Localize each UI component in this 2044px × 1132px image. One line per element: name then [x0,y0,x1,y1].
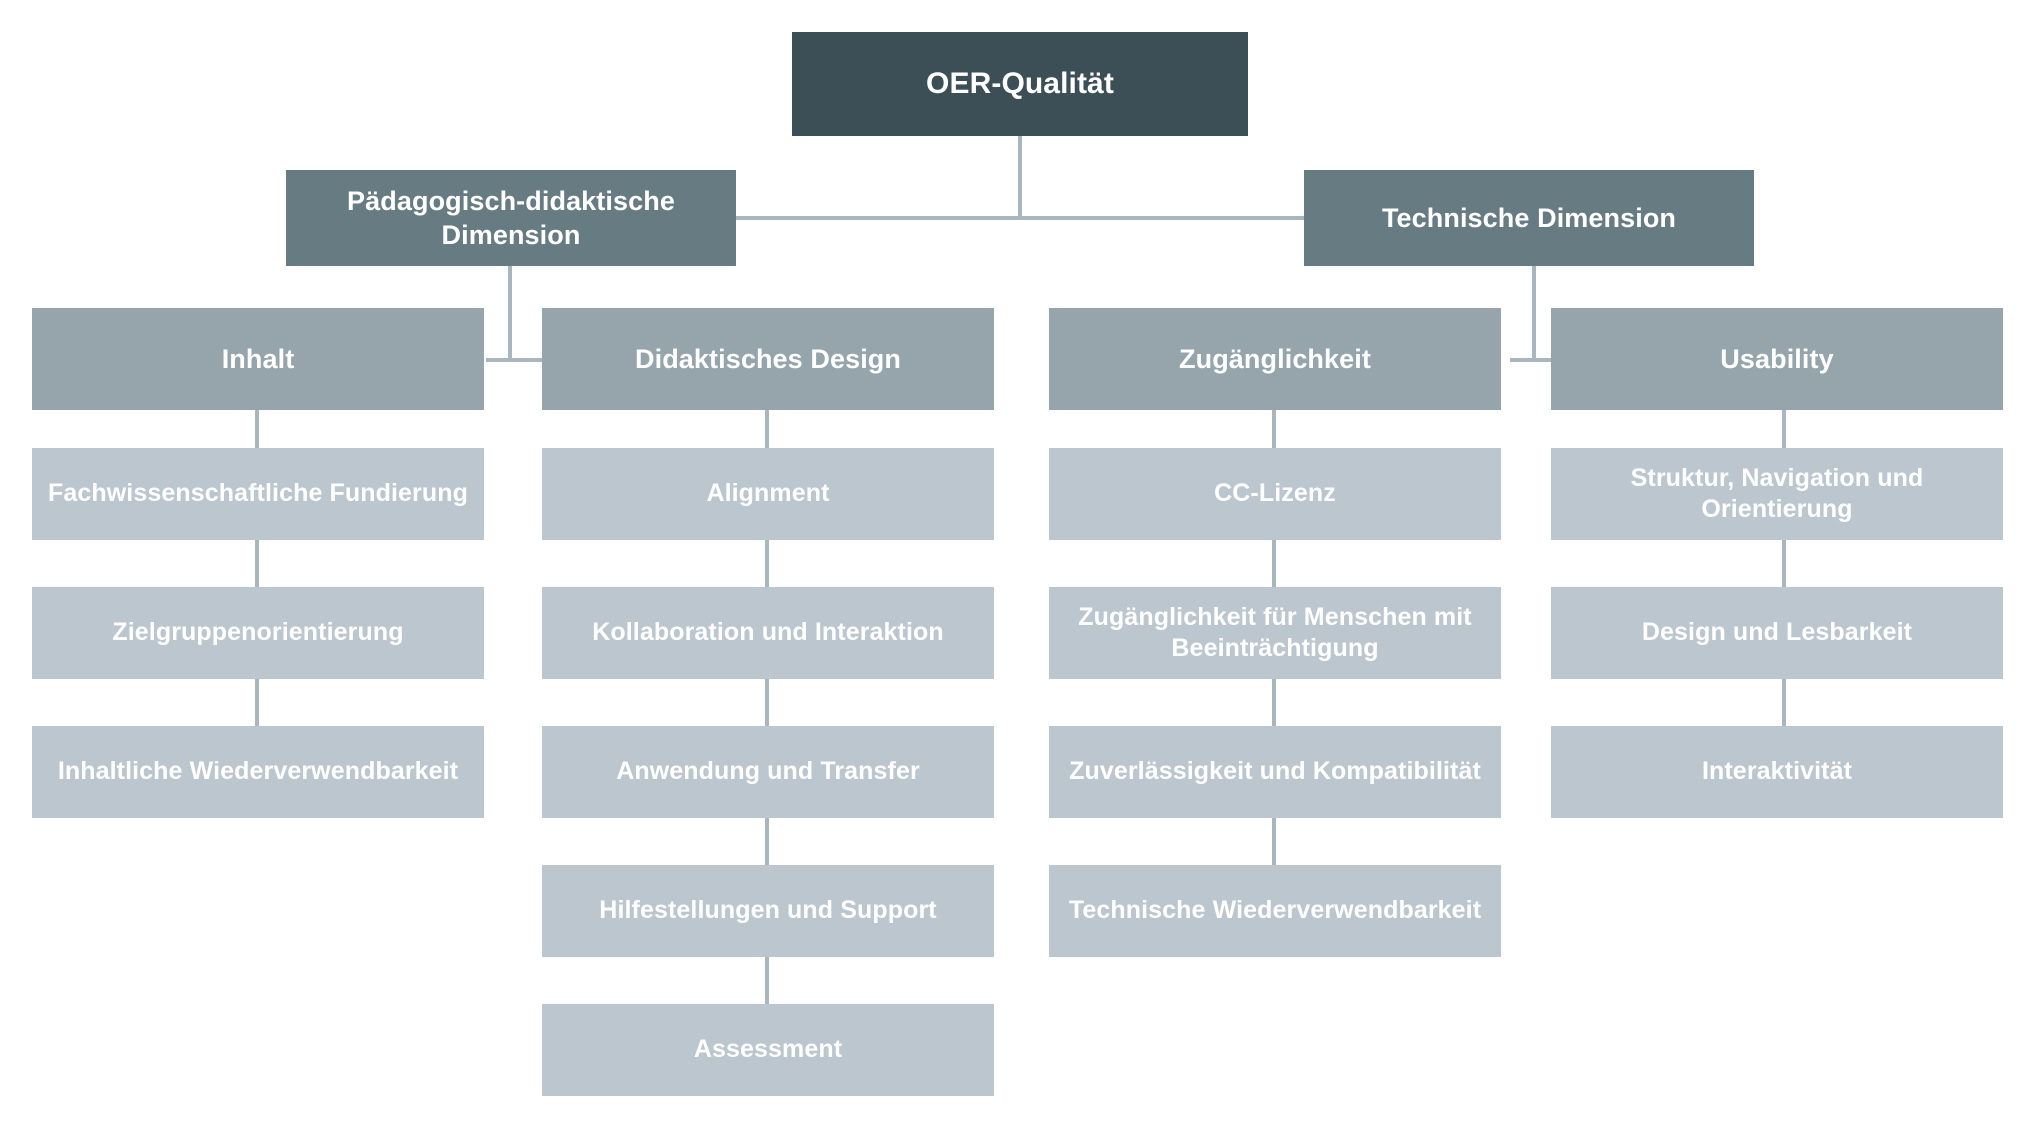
leaf-node-label: Alignment [706,479,830,508]
category-node-label: Usability [1720,343,1834,374]
leaf-node-label: Zielgruppenorientierung [112,618,404,647]
leaf-node-zielgruppenorientierung[interactable]: Zielgruppenorientierung [32,587,484,679]
leaf-node-label: Kollaboration und Interaktion [592,618,944,647]
leaf-node-label: Anwendung und Transfer [616,757,920,786]
connector-right-category-bus [1510,358,1570,362]
connector-column-1-spine [255,410,259,730]
dimension-node-paedagogisch-didaktisch[interactable]: Pädagogisch-didaktische Dimension [286,170,736,266]
category-node-zugaenglichkeit[interactable]: Zugänglichkeit [1049,308,1501,410]
dimension-node-technisch[interactable]: Technische Dimension [1304,170,1754,266]
leaf-node-label: Assessment [693,1035,843,1064]
leaf-node-kollaboration-und-interaktion[interactable]: Kollaboration und Interaktion [542,587,994,679]
connector-column-4-spine [1782,410,1786,730]
leaf-node-label: Zugänglichkeit für Menschen mit Beeinträ… [1078,602,1472,663]
leaf-node-label: Interaktivität [1701,757,1853,786]
leaf-node-label: Zuverlässigkeit und Kompatibilität [1069,757,1481,786]
leaf-node-assessment[interactable]: Assessment [542,1004,994,1096]
leaf-node-struktur-navigation-und-orientierung[interactable]: Struktur, Navigation und Orientierung [1551,448,2003,540]
leaf-node-zuverlaessigkeit-und-kompatibilitaet[interactable]: Zuverlässigkeit und Kompatibilität [1049,726,1501,818]
connector-column-2-spine [765,410,769,1008]
category-node-label: Inhalt [221,343,295,374]
connector-left-dimension-stem [508,266,512,362]
category-node-label: Didaktisches Design [635,343,901,374]
leaf-node-label: Struktur, Navigation und Orientierung [1630,463,1924,524]
leaf-node-fachwissenschaftliche-fundierung[interactable]: Fachwissenschaftliche Fundierung [32,448,484,540]
leaf-node-cc-lizenz[interactable]: CC-Lizenz [1049,448,1501,540]
root-node-label: OER-Qualität [926,67,1114,101]
category-node-usability[interactable]: Usability [1551,308,2003,410]
leaf-node-design-und-lesbarkeit[interactable]: Design und Lesbarkeit [1551,587,2003,679]
leaf-node-label: Hilfestellungen und Support [599,896,937,925]
leaf-node-anwendung-und-transfer[interactable]: Anwendung und Transfer [542,726,994,818]
dimension-node-label: Pädagogisch-didaktische Dimension [347,185,675,250]
leaf-node-hilfestellungen-und-support[interactable]: Hilfestellungen und Support [542,865,994,957]
leaf-node-zugaenglichkeit-fuer-menschen-mit-beeintraechtigung[interactable]: Zugänglichkeit für Menschen mit Beeinträ… [1049,587,1501,679]
leaf-node-inhaltliche-wiederverwendbarkeit[interactable]: Inhaltliche Wiederverwendbarkeit [32,726,484,818]
dimension-node-label: Technische Dimension [1381,202,1677,233]
leaf-node-label: Design und Lesbarkeit [1641,618,1913,647]
leaf-node-label: Technische Wiederverwendbarkeit [1068,896,1482,925]
category-node-inhalt[interactable]: Inhalt [32,308,484,410]
leaf-node-label: Fachwissenschaftliche Fundierung [48,479,468,508]
connector-left-category-bus [486,358,546,362]
category-node-label: Zugänglichkeit [1179,343,1371,374]
leaf-node-label: Inhaltliche Wiederverwendbarkeit [57,757,459,786]
leaf-node-interaktivitaet[interactable]: Interaktivität [1551,726,2003,818]
root-node-oer-qualitaet[interactable]: OER-Qualität [792,32,1248,136]
connector-dimension-bus [736,216,1304,220]
leaf-node-label: CC-Lizenz [1214,479,1336,508]
category-node-didaktisches-design[interactable]: Didaktisches Design [542,308,994,410]
connector-right-dimension-stem [1532,266,1536,362]
leaf-node-technische-wiederverwendbarkeit[interactable]: Technische Wiederverwendbarkeit [1049,865,1501,957]
connector-root-stem [1018,136,1022,220]
leaf-node-alignment[interactable]: Alignment [542,448,994,540]
